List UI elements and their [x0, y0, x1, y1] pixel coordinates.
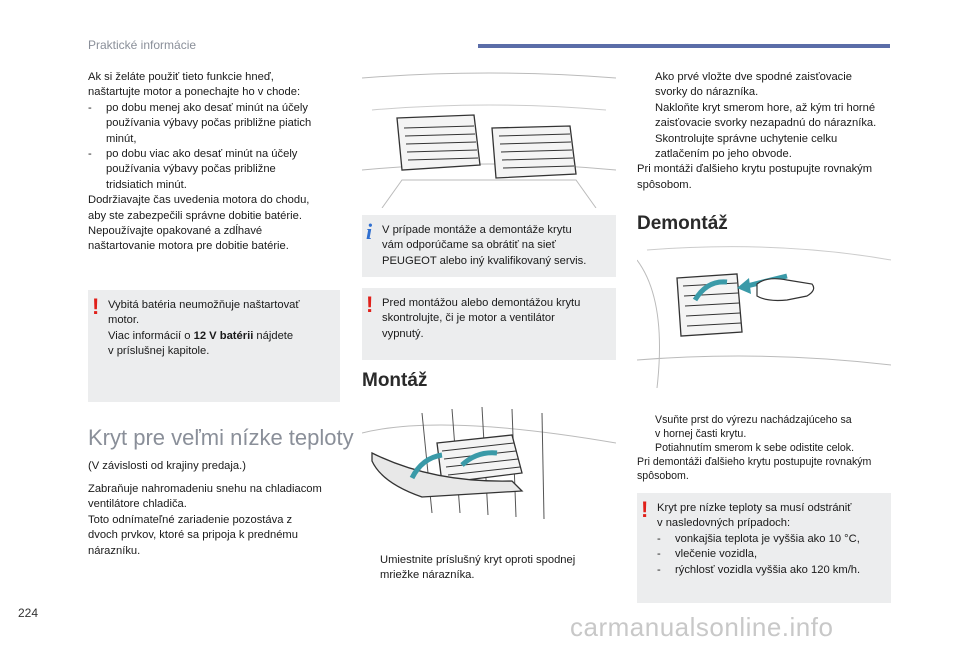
subtitle: (V závislosti od krajiny predaja.): [88, 460, 246, 472]
page-number: 224: [18, 606, 39, 620]
warning-icon: !: [641, 497, 649, 522]
dash-item: vlečenie vozidla,: [657, 547, 881, 563]
info-box: i V prípade montáže a demontáže krytu vá…: [362, 215, 616, 277]
warning-icon: !: [366, 292, 374, 317]
dash-item: rýchlosť vozidla vyššia ako 120 km/h.: [657, 563, 881, 579]
intro-text: Ak si želáte použiť tieto funkcie hneď, …: [88, 70, 348, 255]
info-icon: i: [366, 219, 373, 244]
header-bar: [478, 44, 890, 48]
montaz-step: Umiestnite príslušný kryt oproti spodnej…: [380, 554, 576, 582]
dash-item: vonkajšia teplota je vyššia ako 10 °C,: [657, 532, 881, 548]
dash-item: po dobu menej ako desať minút na účelypo…: [88, 101, 348, 147]
battery-warning-box: ! Vybitá batéria neumožňuje naštartovať …: [88, 290, 340, 402]
section-title: Kryt pre veľmi nízke teploty: [88, 425, 354, 450]
running-header: Praktické informácie: [88, 38, 197, 52]
demontaz-title: Demontáž: [637, 213, 728, 234]
montaz-title: Montáž: [362, 370, 428, 391]
engine-warning-box: ! Pred montážou alebo demontážou krytu s…: [362, 288, 616, 360]
bumper-grille-illustration: [362, 72, 616, 208]
description-text: Zabraňuje nahromadeniu snehu na chladiac…: [88, 483, 322, 557]
removal-warning-box: ! Kryt pre nízke teploty sa musí odstrán…: [637, 493, 891, 603]
warning-icon: !: [92, 294, 100, 319]
watermark: carmanualsonline.info: [570, 612, 834, 642]
mounting-illustration: [362, 406, 616, 520]
removal-illustration: [637, 246, 891, 388]
dash-item: po dobu viac ako desať minút na účelypou…: [88, 147, 348, 193]
